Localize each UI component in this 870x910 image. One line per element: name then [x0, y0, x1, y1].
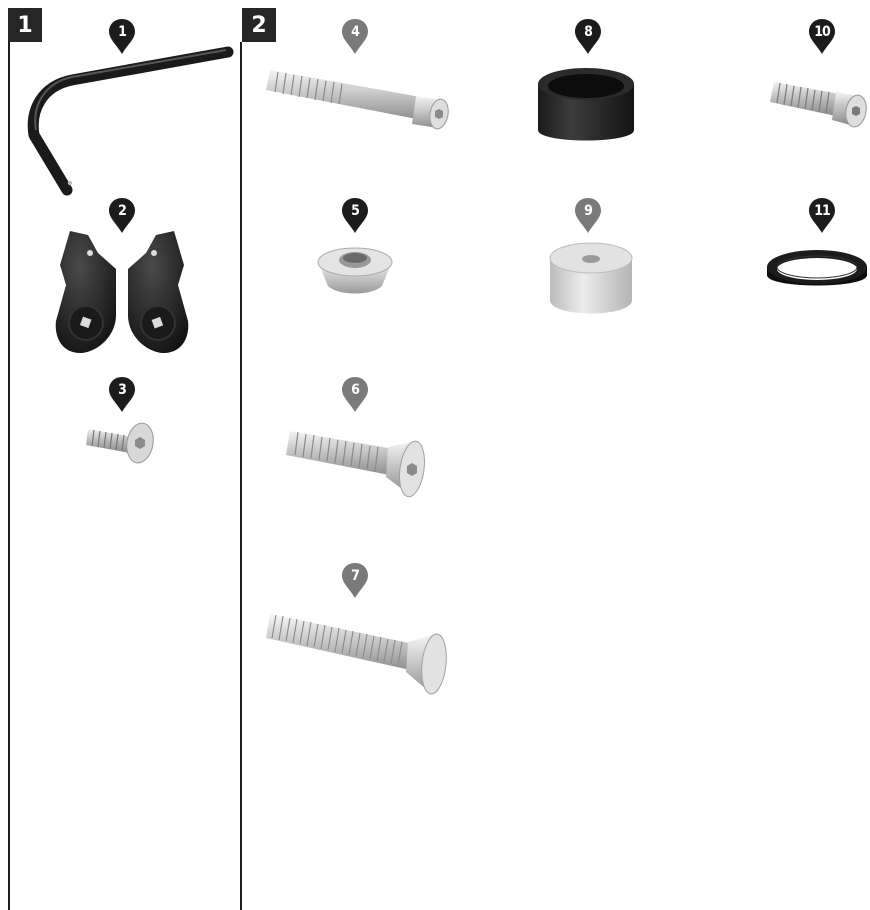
section-tag-1: 1: [8, 8, 42, 42]
long-bolt-icon: [266, 62, 452, 138]
part-number: 1: [107, 22, 137, 42]
rubber-ring-icon: [765, 243, 869, 299]
part-number: 3: [107, 380, 137, 400]
part-number: 9: [573, 201, 603, 221]
part-number: 7: [340, 566, 370, 586]
short-screw-icon: [86, 415, 158, 467]
part-number: 8: [573, 22, 603, 42]
part-number: 6: [340, 380, 370, 400]
part-number: 4: [340, 22, 370, 42]
part-marker-8: 8: [573, 17, 603, 57]
section-tag-2: 2: [242, 8, 276, 42]
part-marker-6: 6: [340, 375, 370, 415]
silver-spacer-icon: [548, 238, 634, 316]
long-countersunk-screw-icon: [266, 608, 452, 698]
bracket-pair-icon: [48, 225, 196, 357]
part-number: 5: [340, 201, 370, 221]
part-marker-10: 10: [807, 17, 837, 57]
part-marker-7: 7: [340, 561, 370, 601]
section-divider-left: [8, 42, 10, 910]
black-spacer-icon: [534, 64, 638, 150]
section-divider-middle: [240, 42, 242, 910]
part-marker-3: 3: [107, 375, 137, 415]
part-number: 11: [807, 201, 837, 221]
part-marker-11: 11: [807, 196, 837, 236]
socket-screw-icon: [770, 74, 868, 134]
cone-washer-icon: [316, 238, 394, 298]
part-number: 10: [807, 22, 837, 42]
part-marker-9: 9: [573, 196, 603, 236]
part-number: 2: [107, 201, 137, 221]
countersunk-screw-icon: [286, 425, 428, 501]
part-marker-5: 5: [340, 196, 370, 236]
bent-rod-icon: [12, 40, 234, 200]
part-marker-4: 4: [340, 17, 370, 57]
